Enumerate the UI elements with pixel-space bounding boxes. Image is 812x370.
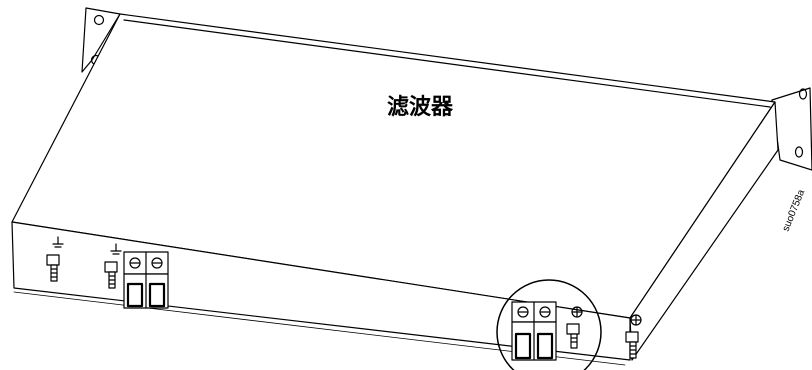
terminal-block-right — [511, 301, 557, 361]
right-rack-ear — [771, 87, 812, 171]
mounting-hole — [798, 88, 808, 100]
figure-code: suo0758a — [781, 188, 808, 233]
stud — [625, 331, 639, 359]
circle-plus-icon — [571, 306, 583, 318]
ground-symbol-icon — [52, 236, 64, 248]
device-title: 滤波器 — [387, 95, 454, 120]
callout-circle — [496, 279, 602, 370]
mounting-hole — [794, 146, 804, 158]
circle-plus-icon — [630, 314, 642, 326]
side-face — [629, 101, 779, 361]
left-rack-ear — [81, 7, 121, 73]
ground-stud — [46, 254, 60, 282]
ground-symbol-icon — [110, 243, 122, 255]
mounting-hole — [93, 14, 105, 26]
terminal-block-left — [123, 251, 169, 309]
stud — [566, 323, 580, 349]
ground-stud — [104, 261, 118, 289]
